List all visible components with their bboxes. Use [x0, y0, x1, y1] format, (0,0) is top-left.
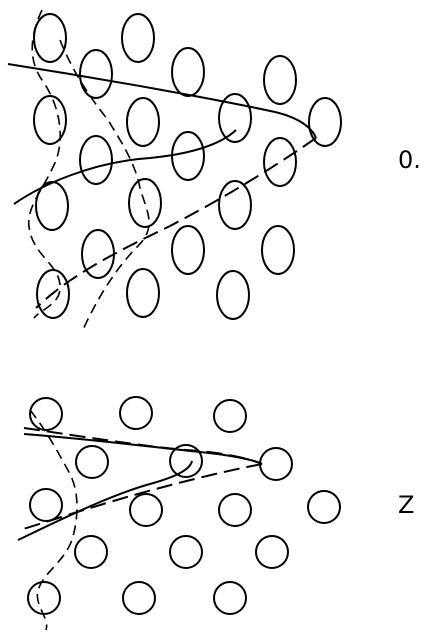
cell: [121, 13, 155, 63]
cell: [218, 493, 252, 527]
trajectory-longdash-lower: [19, 463, 263, 531]
cell: [255, 535, 289, 569]
cell: [79, 49, 113, 99]
trajectory-solid-lower: [13, 129, 237, 205]
top-trajectories: [7, 9, 317, 333]
cell: [126, 268, 160, 318]
cell: [79, 135, 113, 185]
bottom-panel: Z: [17, 396, 414, 631]
cell: [259, 447, 293, 481]
panel-label-bottom: Z: [398, 491, 414, 519]
cell: [171, 131, 205, 181]
cell: [169, 444, 203, 478]
cell: [29, 488, 63, 522]
panel-label-top: 0.: [398, 146, 421, 174]
bottom-cells: [27, 396, 341, 615]
cell: [213, 581, 247, 615]
cell: [308, 97, 342, 147]
cell: [216, 270, 250, 320]
cell: [263, 55, 297, 105]
cell: [122, 581, 156, 615]
cell: [27, 581, 61, 615]
cell: [36, 269, 70, 319]
cell: [307, 490, 341, 524]
cell: [213, 399, 247, 433]
bottom-trajectories: [17, 409, 263, 631]
cell: [29, 397, 63, 431]
cell: [169, 535, 203, 569]
cell: [171, 47, 205, 97]
trajectory-longdash-upper: [23, 427, 263, 465]
cell: [33, 95, 67, 145]
top-cells: [33, 13, 342, 320]
trajectory-solid-upper: [23, 433, 263, 465]
cell: [218, 180, 252, 230]
cell: [33, 13, 67, 63]
cell: [128, 178, 162, 228]
cell: [75, 445, 109, 479]
cell: [74, 535, 108, 569]
trajectory-dash-wavy: [29, 409, 78, 631]
cell: [129, 493, 163, 527]
cell: [218, 93, 252, 143]
trajectory-dash-wavy: [27, 9, 61, 319]
cell: [261, 225, 295, 275]
cell: [171, 225, 205, 275]
cell: [263, 137, 297, 187]
trajectory-dash-diagonal: [59, 39, 150, 333]
cell: [126, 97, 160, 147]
trajectory-solid-lower: [17, 460, 193, 541]
cell: [119, 396, 153, 430]
top-panel: 0.: [7, 9, 421, 333]
trajectory-longdash: [35, 137, 317, 309]
